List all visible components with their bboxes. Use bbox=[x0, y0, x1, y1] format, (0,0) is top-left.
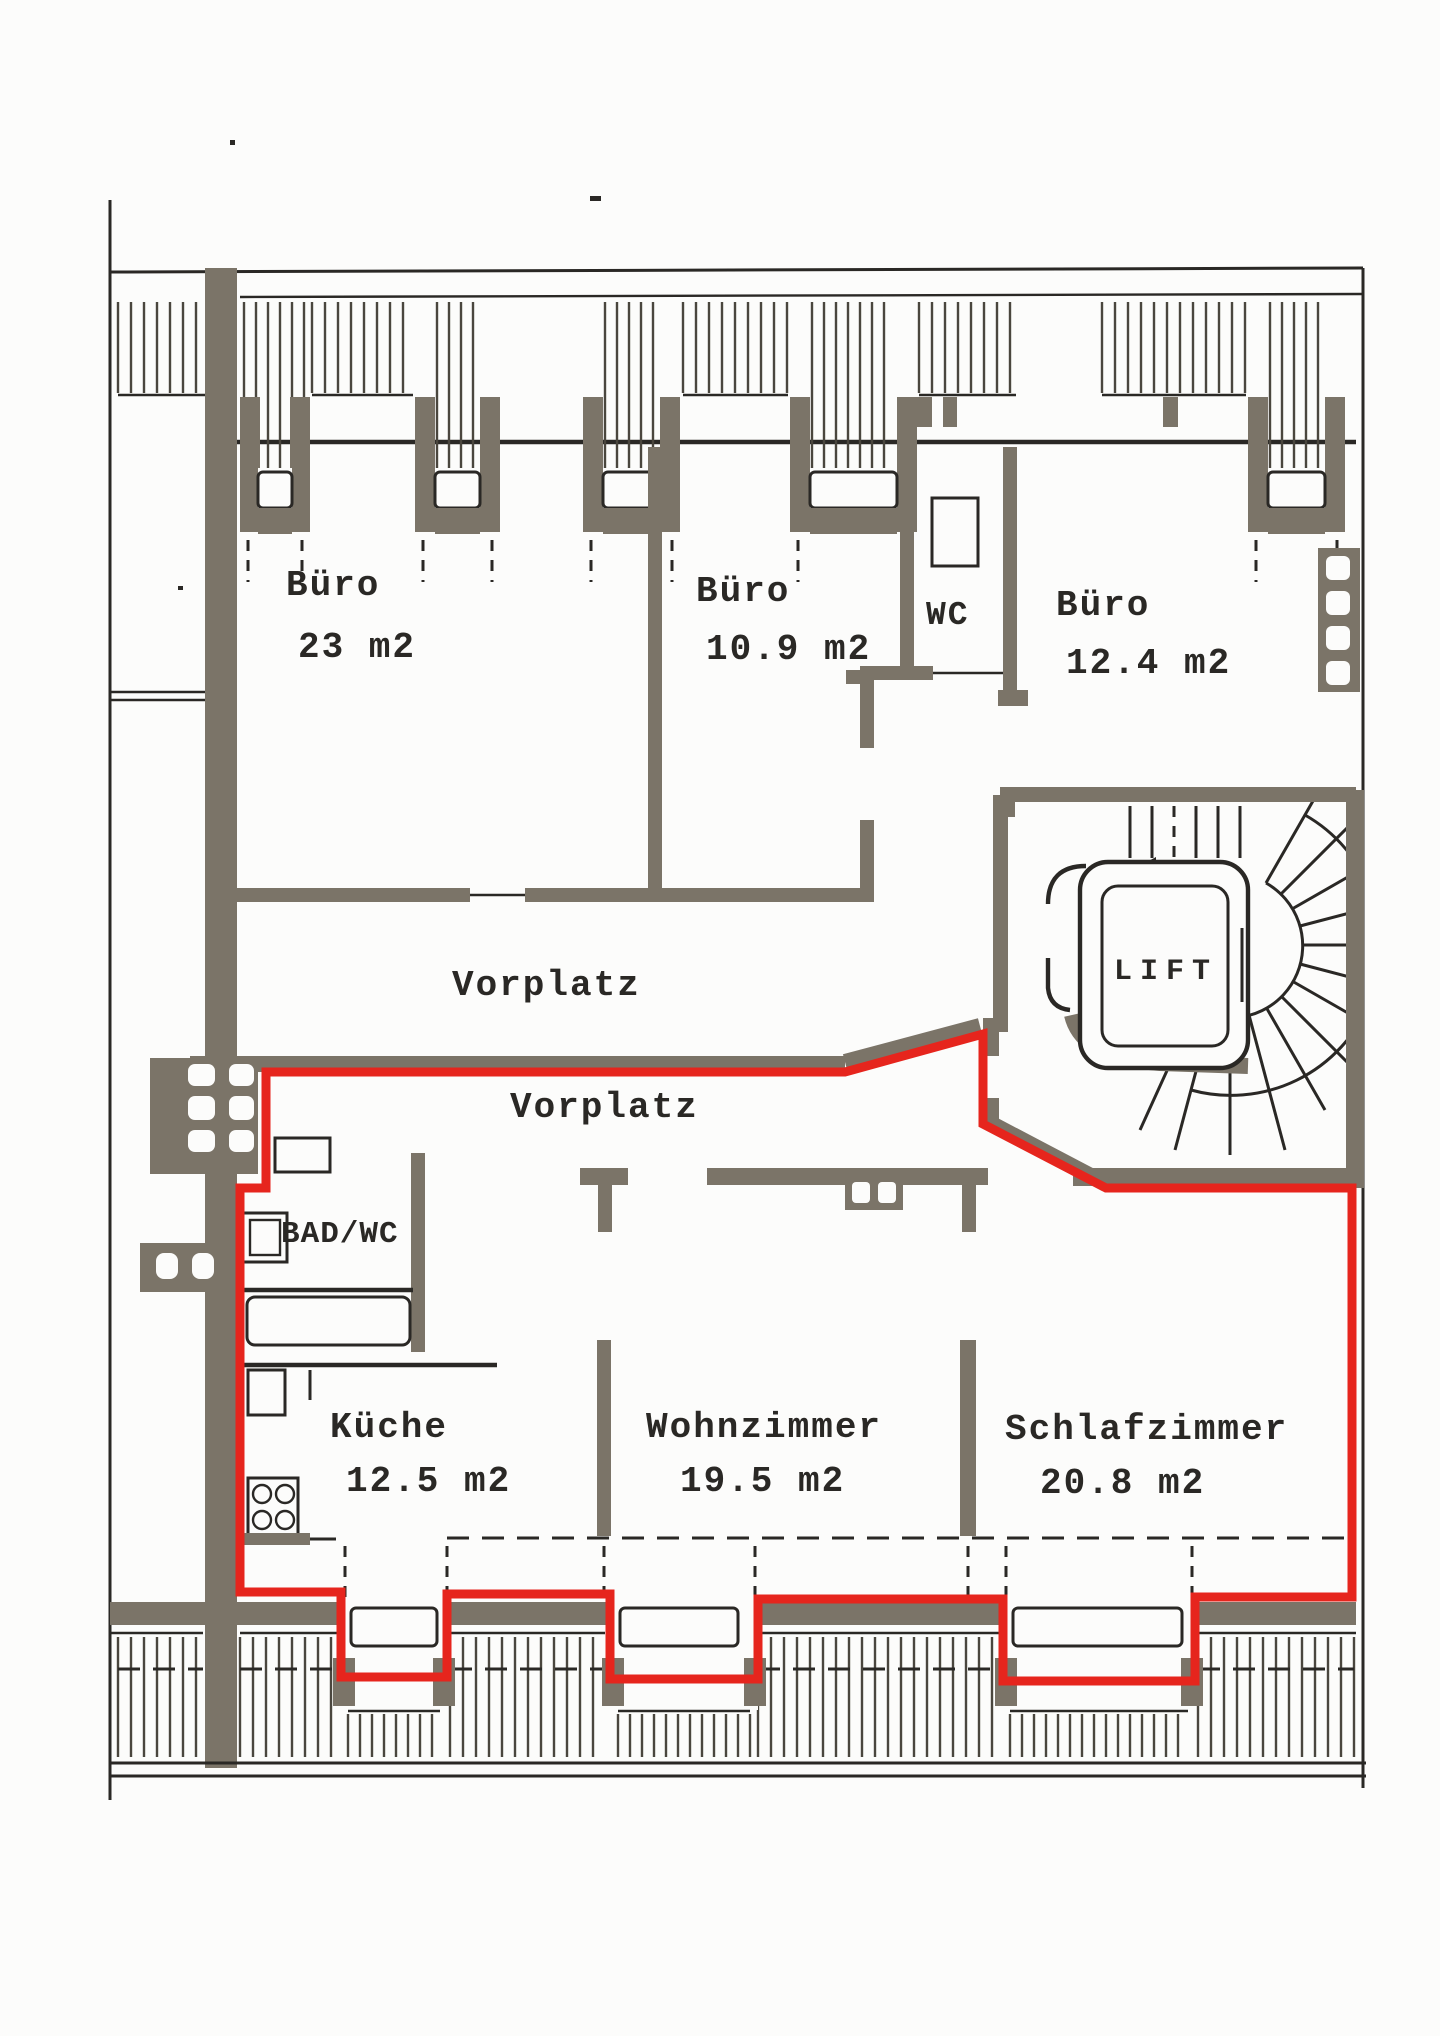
label-wohnzimmer-name: Wohnzimmer bbox=[646, 1407, 883, 1448]
dormer-pockets-top bbox=[240, 302, 1345, 582]
label-buero-links-name: Büro bbox=[286, 565, 381, 606]
lift bbox=[1045, 859, 1251, 1071]
label-wohnzimmer-area: 19.5 m2 bbox=[680, 1461, 846, 1502]
wc-cistern-fixture bbox=[930, 496, 980, 568]
flue-block-vorplatz bbox=[845, 1176, 903, 1210]
label-kueche-name: Küche bbox=[330, 1407, 449, 1448]
label-kueche-area: 12.5 m2 bbox=[346, 1461, 512, 1502]
label-schlafzimmer-area: 20.8 m2 bbox=[1040, 1463, 1206, 1504]
dormer-bay-2 bbox=[602, 1600, 766, 1710]
apartment-top-walls bbox=[140, 1018, 1110, 1292]
label-wc: WC bbox=[926, 597, 970, 634]
chimney-block-upper bbox=[150, 1058, 258, 1174]
bathroom-fixtures bbox=[241, 1136, 412, 1347]
label-vorplatz-oben: Vorplatz bbox=[452, 965, 641, 1006]
kitchen-fixtures bbox=[240, 1368, 336, 1545]
dormer-bay-1 bbox=[333, 1600, 455, 1710]
stairwell bbox=[993, 787, 1364, 1188]
bathtub bbox=[245, 1295, 412, 1347]
dormer-projection-dashes bbox=[343, 1536, 1352, 1598]
label-schlafzimmer-name: Schlafzimmer bbox=[1005, 1409, 1289, 1450]
building-outline bbox=[108, 200, 1365, 1800]
apartment-interior-walls bbox=[240, 1153, 988, 1536]
label-buero-mitte-name: Büro bbox=[696, 571, 791, 612]
upper-floor-walls bbox=[205, 447, 1360, 902]
label-buero-mitte-area: 10.9 m2 bbox=[706, 629, 872, 670]
stair-treads-straight bbox=[1128, 806, 1242, 858]
chimney-block-lower bbox=[140, 1243, 232, 1292]
label-buero-rechts-name: Büro bbox=[1056, 585, 1151, 626]
label-buero-rechts-area: 12.4 m2 bbox=[1066, 643, 1232, 684]
label-lift: LIFT bbox=[1114, 955, 1219, 989]
label-buero-links-area: 23 m2 bbox=[298, 627, 417, 668]
kitchen-sink bbox=[246, 1368, 287, 1417]
scan-specks bbox=[178, 140, 601, 590]
washbasin bbox=[273, 1136, 332, 1174]
roof-band-bottom bbox=[110, 1600, 1366, 1778]
apartment-highlight-outline bbox=[235, 1028, 1357, 1686]
party-wall-strip bbox=[205, 268, 237, 1768]
label-bad-wc: BAD/WC bbox=[281, 1217, 399, 1252]
radiator-block bbox=[1318, 548, 1360, 692]
label-vorplatz-wohnung: Vorplatz bbox=[510, 1087, 699, 1128]
dormer-bay-3 bbox=[995, 1600, 1203, 1710]
